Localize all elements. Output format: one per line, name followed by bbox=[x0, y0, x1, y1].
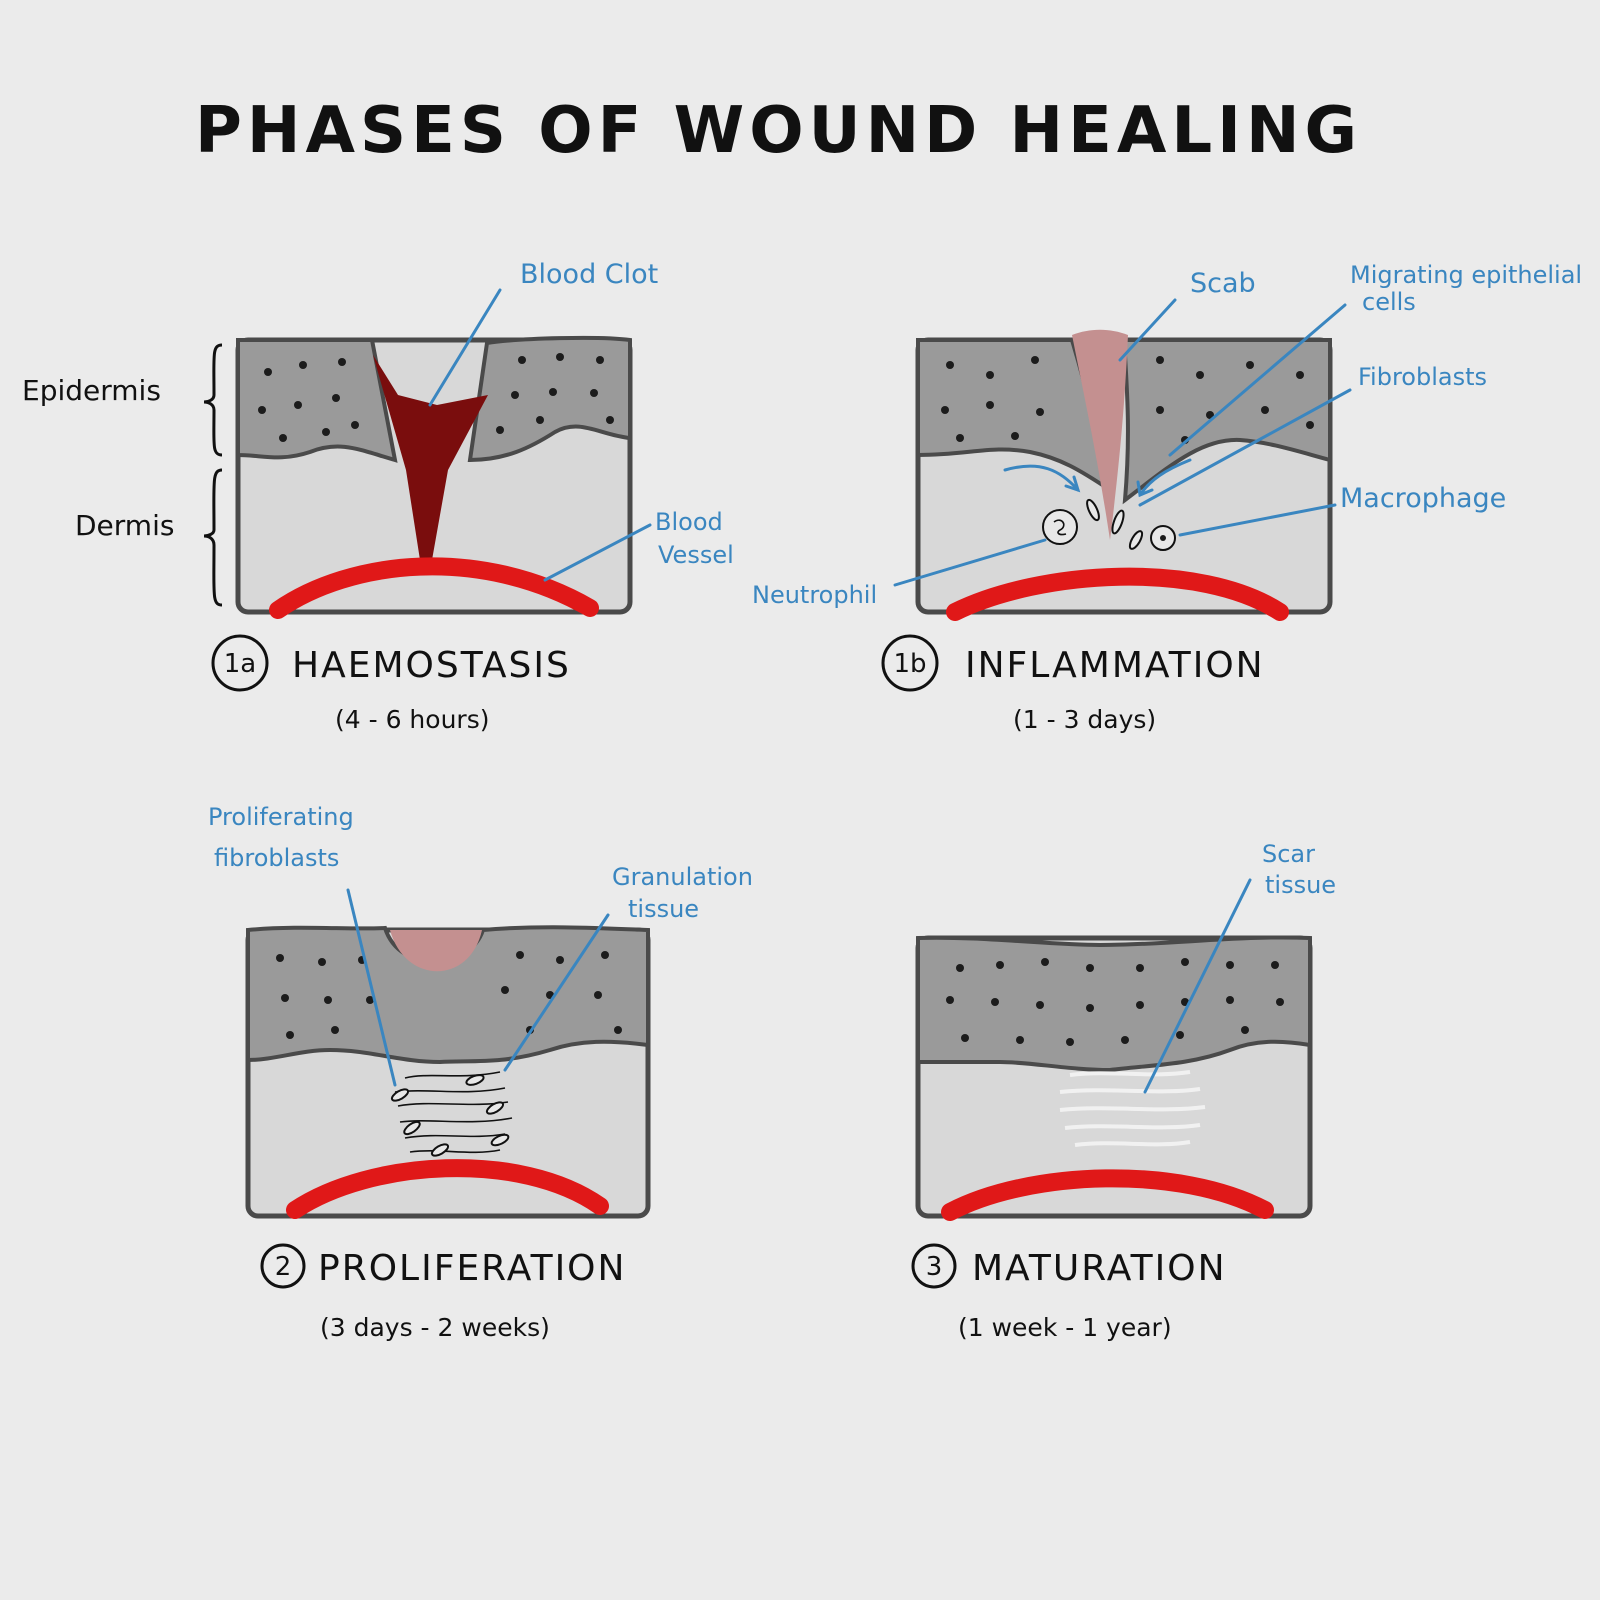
dermis-brace bbox=[203, 468, 223, 607]
phase-number-circle bbox=[911, 1243, 957, 1289]
phase-number-circle bbox=[211, 634, 269, 692]
fibroblasts-leader bbox=[1138, 388, 1352, 507]
proliferating-fibroblasts-label-line2: fibroblasts bbox=[214, 844, 339, 872]
phase-name: HAEMOSTASIS bbox=[292, 645, 571, 686]
scar-lines bbox=[1059, 1070, 1206, 1147]
epidermis-right bbox=[467, 335, 632, 463]
migration-arrow-left bbox=[1003, 464, 1081, 493]
blood-clot-label: Blood Clot bbox=[520, 259, 658, 290]
phase-duration: (3 days - 2 weeks) bbox=[320, 1313, 550, 1342]
epidermis-label: Epidermis bbox=[22, 374, 161, 407]
phase-number: 3 bbox=[926, 1252, 943, 1282]
blood-clot-leader bbox=[428, 288, 502, 407]
fibroblast-cell bbox=[1128, 530, 1144, 550]
granulation-fibers bbox=[390, 1071, 513, 1157]
dermis-label: Dermis bbox=[75, 509, 174, 542]
neutrophil-label: Neutrophil bbox=[752, 581, 877, 609]
panel-maturation: Scar tissue 3 MATURATION (1 week - 1 yea… bbox=[911, 840, 1336, 1342]
epidermis-cells bbox=[276, 951, 622, 1039]
epidermis-left bbox=[236, 338, 398, 463]
blood-vessel bbox=[941, 1169, 1274, 1221]
panel-haemostasis: Epidermis Dermis Blood Clot Blood Vessel… bbox=[22, 259, 734, 734]
migrating-cells-leader bbox=[1168, 303, 1347, 457]
blood-clot bbox=[373, 355, 488, 560]
phase-number: 2 bbox=[275, 1252, 292, 1282]
panel-proliferation: Proliferating fibroblasts Granulation ti… bbox=[208, 803, 753, 1342]
epidermis-cells bbox=[941, 356, 1314, 444]
scar-tissue-label-line2: tissue bbox=[1265, 871, 1336, 899]
proliferating-fibroblasts-label-line1: Proliferating bbox=[208, 803, 354, 831]
phase-name: INFLAMMATION bbox=[965, 645, 1265, 686]
epidermis-cells bbox=[258, 353, 614, 442]
granulation-tissue-label-line2: tissue bbox=[628, 895, 699, 923]
epidermis-brace bbox=[203, 343, 223, 457]
phase-duration: (1 week - 1 year) bbox=[958, 1313, 1172, 1342]
phase-number: 1b bbox=[893, 649, 926, 679]
macrophage-leader bbox=[1178, 503, 1337, 537]
blood-vessel-label-line2: Vessel bbox=[658, 541, 734, 569]
scar-tissue-leader bbox=[1143, 878, 1252, 1094]
blood-vessel bbox=[269, 557, 599, 619]
neutrophil-nucleus bbox=[1053, 519, 1067, 536]
blood-vessel-leader bbox=[543, 523, 652, 582]
phase-number-circle bbox=[260, 1243, 306, 1289]
neutrophil-cell bbox=[1042, 509, 1078, 545]
phase-number: 1a bbox=[224, 649, 256, 679]
blood-vessel bbox=[946, 567, 1289, 621]
panel-inflammation: Scab Migrating epithelial cells Fibrobla… bbox=[752, 261, 1582, 734]
scar-tissue-label-line1: Scar bbox=[1262, 840, 1315, 868]
neutrophil-leader bbox=[893, 538, 1047, 587]
phase-name: MATURATION bbox=[972, 1248, 1227, 1289]
granulation-tissue-label-line1: Granulation bbox=[612, 863, 753, 891]
phase-name: PROLIFERATION bbox=[318, 1248, 626, 1289]
fibroblast-cell bbox=[1111, 509, 1125, 535]
blood-vessel-label-line1: Blood bbox=[655, 508, 723, 536]
scab bbox=[1072, 329, 1128, 540]
epidermis bbox=[246, 925, 650, 1065]
blood-vessel bbox=[286, 1159, 609, 1219]
scab bbox=[390, 930, 482, 972]
phase-number-circle bbox=[881, 634, 939, 692]
diagram-title: PHASES OF WOUND HEALING bbox=[195, 94, 1362, 168]
migration-arrow-right bbox=[1136, 458, 1192, 498]
epidermis bbox=[916, 935, 1312, 1073]
fibroblasts-label: Fibroblasts bbox=[1358, 363, 1487, 391]
migrating-cells-label-line2: cells bbox=[1362, 288, 1416, 316]
phase-duration: (1 - 3 days) bbox=[1013, 705, 1156, 734]
scab-label: Scab bbox=[1190, 268, 1256, 299]
epidermis-right bbox=[1121, 338, 1332, 505]
macrophage-nucleus bbox=[1160, 535, 1166, 541]
macrophage-label: Macrophage bbox=[1340, 483, 1506, 514]
proliferating-fibroblasts-leader bbox=[346, 888, 397, 1087]
scab-leader bbox=[1118, 298, 1177, 362]
granulation-tissue-leader bbox=[503, 913, 610, 1072]
epidermis-cells bbox=[946, 958, 1284, 1046]
migrating-cells-label-line1: Migrating epithelial bbox=[1350, 261, 1582, 289]
phase-duration: (4 - 6 hours) bbox=[335, 705, 489, 734]
fibroblast-cell bbox=[1086, 498, 1100, 522]
